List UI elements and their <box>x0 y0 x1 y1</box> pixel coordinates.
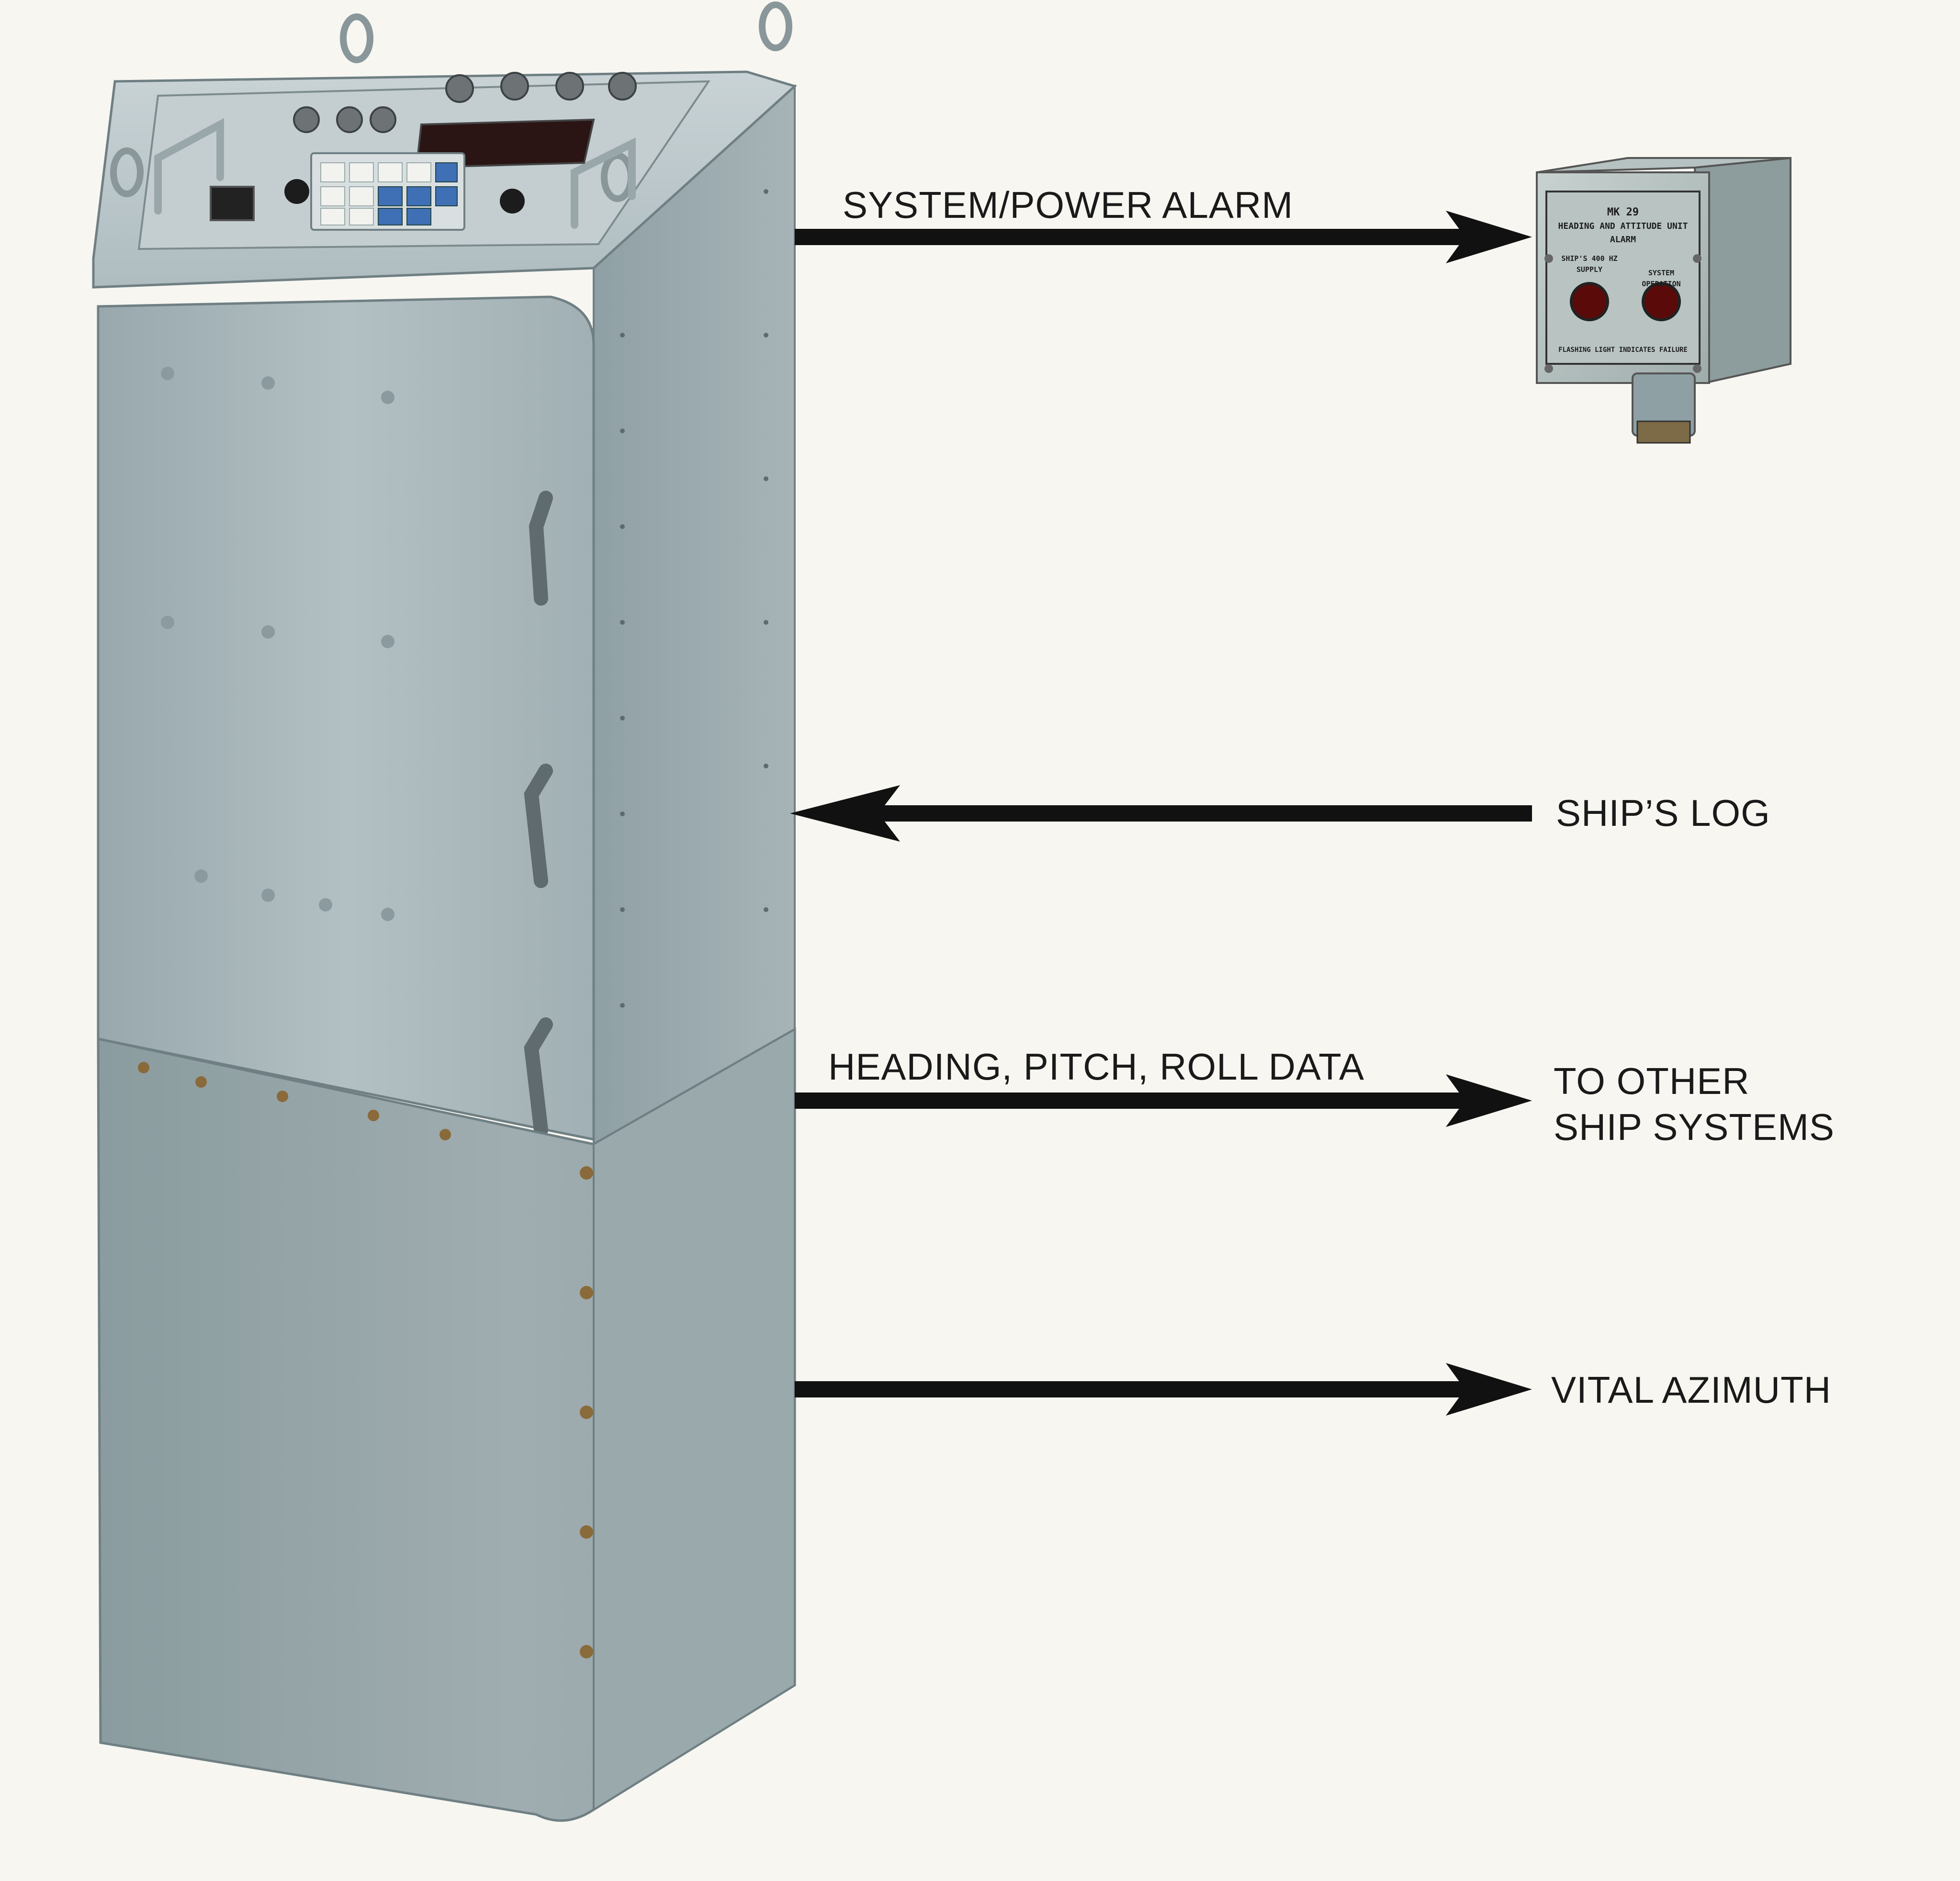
label-heading-pitch-roll: HEADING, PITCH, ROLL DATA <box>828 1046 1365 1088</box>
keypad <box>310 152 465 231</box>
alarm-lamp-left-label2: SUPPLY <box>1577 265 1602 274</box>
alarm-lamp-right-label2: OPERATION <box>1642 280 1680 288</box>
panel-meter <box>210 186 255 221</box>
lifting-eyes <box>110 1 792 202</box>
panel-knob-left <box>284 179 309 204</box>
arrow-ships-log <box>790 785 1532 842</box>
label-to-other-line2: SHIP SYSTEMS <box>1554 1106 1835 1148</box>
alarm-model: MK 29 <box>1607 206 1639 218</box>
top-connectors <box>293 72 637 133</box>
lower-side <box>593 1027 796 1812</box>
label-vital-azimuth: VITAL AZIMUTH <box>1551 1369 1832 1411</box>
alarm-footer: FLASHING LIGHT INDICATES FAILURE <box>1558 346 1688 354</box>
alarm-title-line2: ALARM <box>1610 235 1636 245</box>
alarm-title-line1: HEADING AND ATTITUDE UNIT <box>1558 221 1688 231</box>
side-rivets <box>620 189 768 1008</box>
alarm-unit: MK 29 HEADING AND ATTITUDE UNIT ALARM SH… <box>1536 157 1791 444</box>
alarm-lamp-left-label1: SHIP'S 400 HZ <box>1561 254 1617 263</box>
door-rivets <box>161 367 394 921</box>
panel-knob-right <box>500 189 525 214</box>
alarm-box-top <box>1536 157 1791 173</box>
alarm-base-nut <box>1636 420 1691 444</box>
top-handles <box>154 118 636 229</box>
door-handles <box>524 491 553 1137</box>
upper-door <box>97 295 595 1141</box>
arrows <box>790 211 1532 1416</box>
lower-bolts <box>138 1062 593 1658</box>
label-ships-log: SHIP’S LOG <box>1556 792 1770 834</box>
arrow-vital-azimuth <box>795 1363 1532 1416</box>
alarm-lamp-right <box>1642 282 1681 321</box>
label-to-other-line1: TO OTHER <box>1554 1060 1750 1102</box>
alarm-lamp-left <box>1570 282 1609 321</box>
alarm-screws <box>1544 254 1701 373</box>
label-system-power-alarm: SYSTEM/POWER ALARM <box>843 184 1294 226</box>
arrow-system-power-alarm <box>795 211 1532 263</box>
heading-attitude-cabinet <box>92 1 797 1822</box>
arrow-heading-pitch-roll <box>795 1074 1532 1127</box>
alarm-lamp-right-label1: SYSTEM <box>1648 269 1674 277</box>
alarm-nameplate <box>1545 191 1701 365</box>
